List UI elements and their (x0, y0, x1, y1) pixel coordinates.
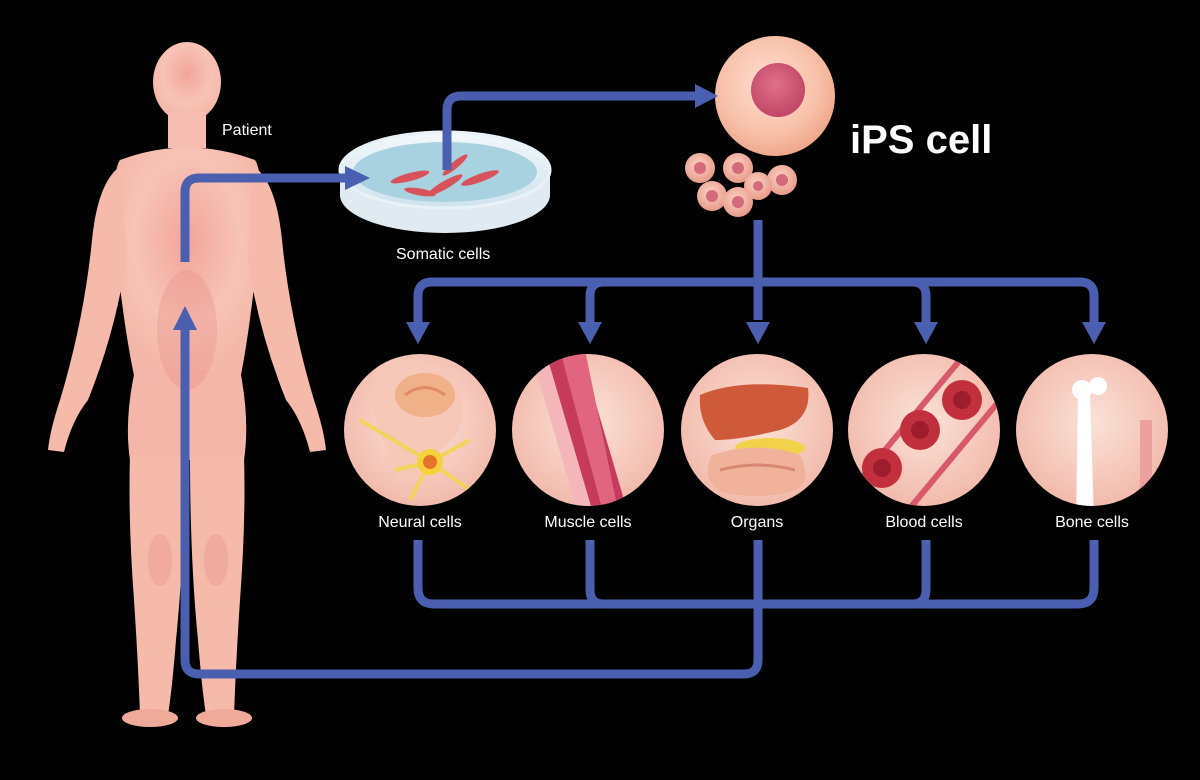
ips-colony (685, 153, 797, 217)
ips-cell-title: iPS cell (850, 118, 992, 163)
cell-label-organs: Organs (697, 514, 817, 532)
muscle-cells-icon (512, 350, 664, 520)
organs-icon (681, 354, 833, 506)
neural-cells-icon (344, 354, 496, 506)
cell-label-muscle: Muscle cells (528, 514, 648, 532)
blood-cells-icon (848, 354, 1000, 520)
ips-cell (715, 36, 835, 156)
somatic-cells-label: Somatic cells (396, 246, 490, 264)
patient-label: Patient (222, 122, 272, 140)
bone-cells-icon (1016, 354, 1168, 520)
cell-label-blood: Blood cells (864, 514, 984, 532)
cell-label-neural: Neural cells (360, 514, 480, 532)
cell-label-bone: Bone cells (1032, 514, 1152, 532)
